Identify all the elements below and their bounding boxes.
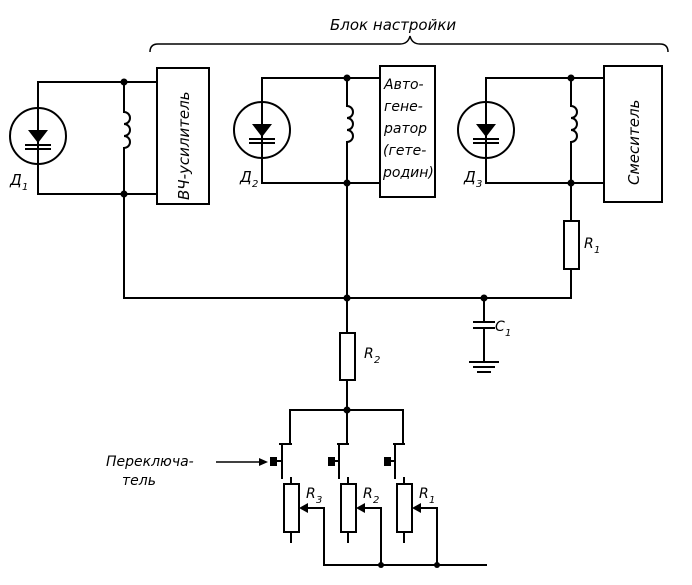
label-sw-r1-sub: 1: [429, 495, 435, 506]
svg-text:гене-: гене-: [384, 99, 423, 115]
section-mixer: Д 3 Смеситель R 1: [457, 65, 663, 299]
resistor-r1: [563, 220, 580, 270]
label-c1: C: [495, 319, 505, 335]
label-d3-sub: 3: [476, 179, 482, 190]
potentiometer-r2[interactable]: [340, 477, 382, 566]
label-c1-sub: 1: [505, 328, 511, 339]
coil-2-icon: [345, 104, 354, 144]
label-sw-r3-sub: 3: [316, 495, 322, 506]
potentiometer-r1[interactable]: [396, 477, 438, 566]
label-d2: Д: [239, 168, 252, 186]
potentiometer-r3[interactable]: [283, 477, 325, 566]
diode-d3-arrow-icon: [476, 124, 496, 137]
pointer-arrowhead-icon: [259, 458, 268, 466]
switch-caption-line2: тель: [122, 473, 156, 489]
section-rf-amplifier: Д 1 ВЧ-усилитель: [9, 67, 210, 205]
label-r1: R: [584, 236, 594, 252]
label-d1: Д: [9, 171, 22, 189]
section-oscillator: Д 2 Авто- гене- ратор (гете- родин): [233, 65, 436, 198]
tuning-block-title: Блок настройки: [330, 16, 456, 34]
switch-contact-1[interactable]: [384, 443, 405, 479]
label-d3: Д: [463, 168, 476, 186]
oscillator-block: [379, 65, 436, 198]
bias-bus: C 1 R 2: [123, 182, 572, 411]
ground-icon: [469, 361, 499, 373]
diode-d2-arrow-icon: [252, 124, 272, 137]
coil-3-icon: [569, 104, 578, 144]
label-d2-sub: 2: [252, 179, 258, 190]
svg-text:Авто-: Авто-: [383, 77, 424, 93]
mixer-label: Смеситель: [625, 100, 643, 185]
preset-switch-group: R 3 R 2 R 1 Переключа- тель: [106, 406, 487, 568]
label-r1-sub: 1: [594, 245, 600, 256]
switch-contact-2[interactable]: [328, 443, 349, 479]
switch-contact-3[interactable]: [270, 443, 292, 479]
switch-caption-line1: Переключа-: [106, 454, 194, 470]
label-sw-r3: R: [306, 486, 316, 502]
mixer-block: [603, 65, 663, 203]
oscillator-label: Авто- гене- ратор (гете- родин): [382, 77, 434, 181]
label-sw-r1: R: [419, 486, 429, 502]
label-r2: R: [364, 346, 374, 362]
coil-1-icon: [122, 110, 131, 150]
resistor-r2: [339, 332, 356, 381]
rf-amplifier-label: ВЧ-усилитель: [175, 91, 193, 200]
diode-d1-arrow-icon: [28, 130, 48, 143]
rf-amplifier-block: [156, 67, 210, 205]
label-r2-sub: 2: [374, 355, 380, 366]
svg-text:родин): родин): [382, 165, 434, 181]
svg-text:(гете-: (гете-: [383, 143, 426, 159]
label-d1-sub: 1: [22, 182, 28, 193]
tuning-block-brace: [149, 35, 669, 53]
label-sw-r2-sub: 2: [373, 495, 379, 506]
svg-text:ратор: ратор: [383, 121, 427, 137]
label-sw-r2: R: [363, 486, 373, 502]
